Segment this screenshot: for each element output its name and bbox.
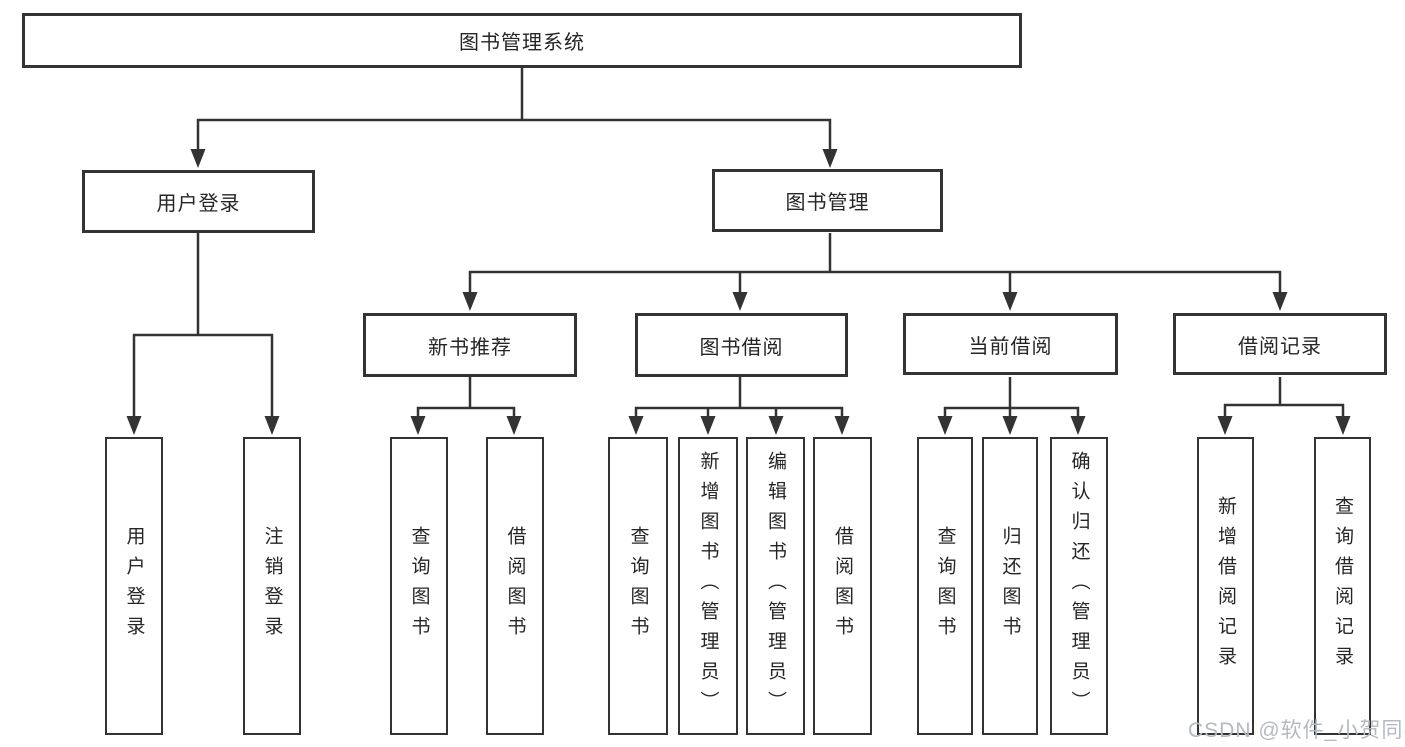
node-leaf-current-query-book-label: 查询图书 xyxy=(934,526,956,646)
node-user-login-label: 用户登录 xyxy=(156,193,241,215)
node-leaf-borrow-query-book-label: 查询图书 xyxy=(627,526,649,646)
node-leaf-borrow-query-book: 查询图书 xyxy=(608,437,668,735)
node-leaf-edit-book-admin-label: 编辑图书（管理员） xyxy=(765,451,786,721)
node-leaf-query-borrow-record-label: 查询借阅记录 xyxy=(1332,496,1353,676)
node-book-borrow-label: 图书借阅 xyxy=(699,336,784,359)
node-leaf-return-book: 归还图书 xyxy=(982,437,1038,735)
node-leaf-recommend-borrow-book-label: 借阅图书 xyxy=(504,526,526,646)
node-root-system-label: 图书管理系统 xyxy=(459,32,585,54)
node-borrow-record-label: 借阅记录 xyxy=(1238,335,1322,358)
node-root-system: 图书管理系统 xyxy=(22,13,1022,68)
node-leaf-recommend-query-book: 查询图书 xyxy=(390,437,448,735)
node-leaf-add-borrow-record-label: 新增借阅记录 xyxy=(1215,496,1236,676)
node-book-borrow: 图书借阅 xyxy=(635,313,848,377)
node-leaf-return-book-label: 归还图书 xyxy=(999,526,1021,646)
node-leaf-confirm-return-admin: 确认归还（管理员） xyxy=(1050,437,1108,735)
node-leaf-current-query-book: 查询图书 xyxy=(917,437,973,735)
node-book-management-label: 图书管理 xyxy=(785,192,870,214)
node-leaf-recommend-query-book-label: 查询图书 xyxy=(408,526,430,646)
node-current-borrow: 当前借阅 xyxy=(903,313,1118,375)
node-leaf-query-borrow-record: 查询借阅记录 xyxy=(1314,437,1371,735)
node-borrow-record: 借阅记录 xyxy=(1173,313,1387,375)
node-current-borrow-label: 当前借阅 xyxy=(968,335,1053,358)
node-leaf-add-borrow-record: 新增借阅记录 xyxy=(1197,437,1254,735)
node-leaf-confirm-return-admin-label: 确认归还（管理员） xyxy=(1068,451,1090,721)
node-leaf-logout-login: 注销登录 xyxy=(243,437,301,735)
arrowheads xyxy=(126,149,1351,435)
node-new-book-recommend: 新书推荐 xyxy=(363,313,577,377)
csdn-watermark: CSDN @软件_小贺同学 xyxy=(1188,719,1405,742)
node-user-login: 用户登录 xyxy=(82,170,315,233)
node-leaf-recommend-borrow-book: 借阅图书 xyxy=(486,437,544,735)
node-book-management: 图书管理 xyxy=(712,169,943,232)
node-leaf-borrow-borrow-book: 借阅图书 xyxy=(813,437,872,735)
node-leaf-logout-login-label: 注销登录 xyxy=(261,526,283,646)
node-leaf-edit-book-admin: 编辑图书（管理员） xyxy=(746,437,805,735)
node-leaf-add-book-admin: 新增图书（管理员） xyxy=(678,437,738,735)
node-leaf-user-login-label: 用户登录 xyxy=(123,526,145,646)
node-leaf-borrow-borrow-book-label: 借阅图书 xyxy=(832,526,853,646)
node-leaf-add-book-admin-label: 新增图书（管理员） xyxy=(697,451,719,721)
node-leaf-user-login: 用户登录 xyxy=(105,437,163,735)
node-new-book-recommend-label: 新书推荐 xyxy=(428,336,512,359)
